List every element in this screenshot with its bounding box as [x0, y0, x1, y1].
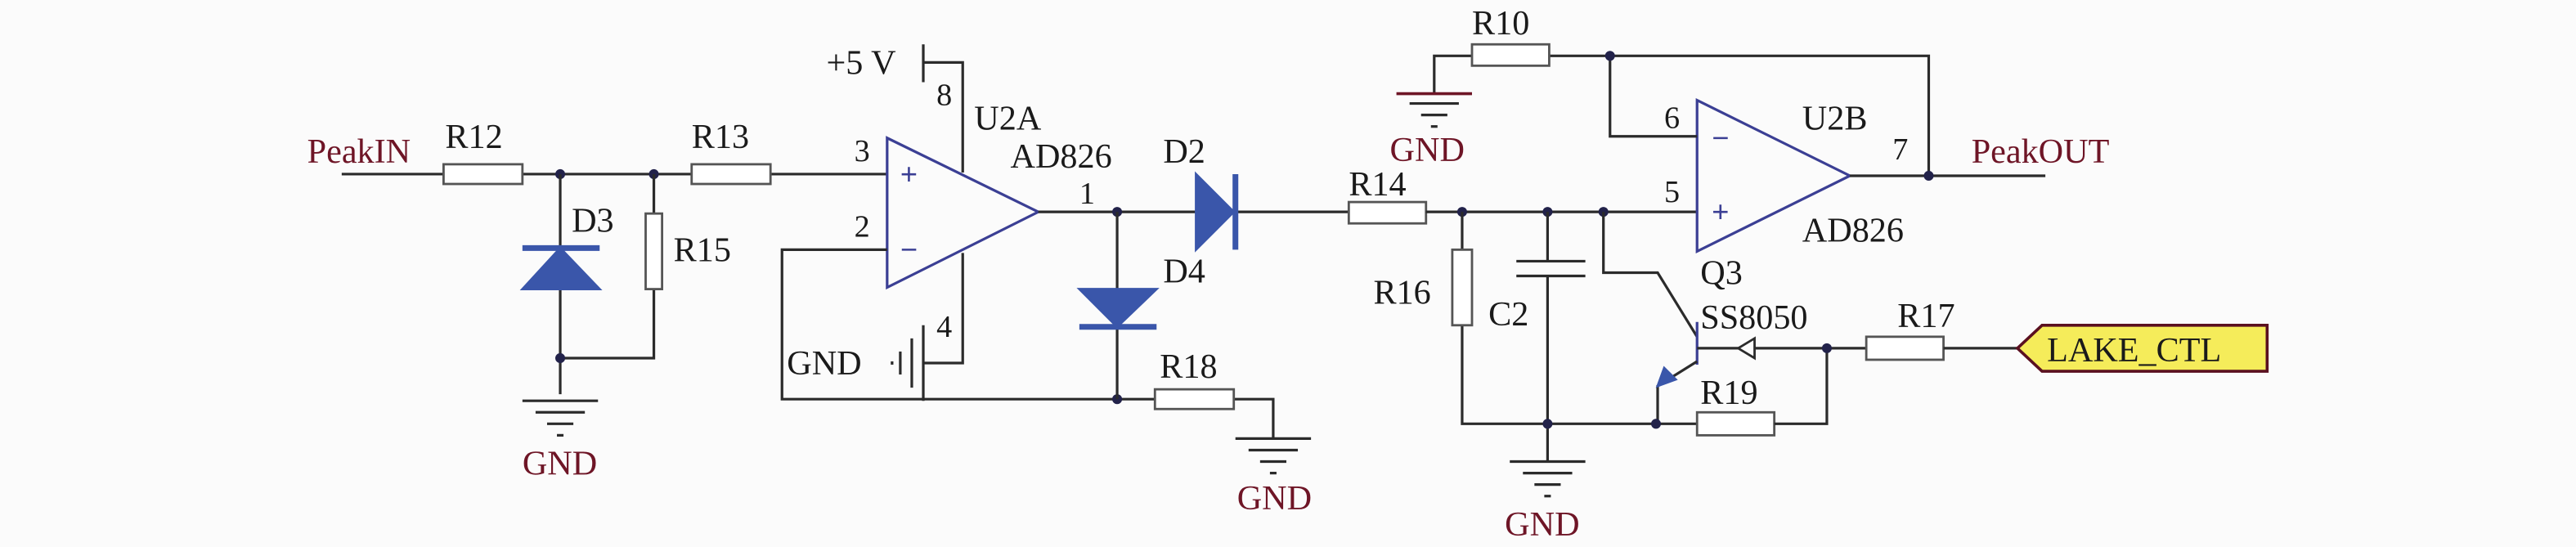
junction	[1923, 170, 1934, 181]
u2b-plus-sign: +	[1712, 195, 1729, 228]
resistor-r15	[644, 212, 664, 290]
u2b-minus-sign: −	[1712, 121, 1729, 155]
transistor-q3-emitter-arrow	[1655, 365, 1678, 388]
label-u2a-value: AD826	[1010, 137, 1111, 176]
net-label-vcc: +5 V	[826, 43, 895, 82]
junction	[1112, 394, 1123, 405]
port-lake-ctl-shape	[2015, 323, 2269, 373]
opamp-u2b	[1695, 97, 1853, 253]
label-r12: R12	[445, 118, 502, 156]
resistor-r16	[1451, 248, 1474, 327]
u2b-pin-out: 7	[1892, 132, 1908, 167]
resistor-r17	[1865, 335, 1945, 361]
label-u2b-value: AD826	[1802, 211, 1904, 249]
u2a-pin-out: 1	[1079, 177, 1095, 211]
label-r13: R13	[692, 118, 749, 156]
u2a-minus-sign: −	[900, 232, 918, 266]
label-r16: R16	[1373, 274, 1430, 312]
net-label-gnd: GND	[523, 445, 597, 483]
ground-icon	[522, 399, 599, 437]
net-label-peakin: PeakIN	[307, 132, 411, 171]
wire-u2a-gnd	[923, 253, 964, 365]
junction	[1650, 419, 1662, 429]
net-label-lake-ctl: LAKE_CTL	[2047, 331, 2221, 370]
label-u2b: U2B	[1802, 100, 1868, 138]
junction	[1542, 419, 1553, 429]
resistor-r18	[1153, 388, 1236, 410]
wire-feedback-u2a	[780, 248, 1275, 439]
u2a-plus-sign: +	[900, 157, 918, 191]
resistor-r12	[442, 163, 524, 186]
resistor-r14	[1347, 200, 1428, 225]
label-r15: R15	[674, 231, 731, 269]
label-c2: C2	[1488, 295, 1528, 334]
resistor-r19	[1695, 410, 1776, 437]
junction	[1604, 51, 1615, 61]
label-d3: D3	[572, 201, 614, 240]
wire-r16	[1461, 212, 1698, 425]
label-d4: D4	[1163, 253, 1205, 291]
ground-icon	[1510, 460, 1586, 498]
label-r19: R19	[1700, 374, 1757, 412]
net-label-gnd: GND	[1505, 505, 1579, 544]
label-r14: R14	[1349, 165, 1406, 204]
ground-icon	[891, 325, 925, 401]
u2a-pin-plus: 3	[855, 134, 870, 168]
ground-icon	[1235, 437, 1312, 475]
u2a-pin-vcc: 8	[936, 78, 952, 113]
label-d2: D2	[1163, 132, 1205, 171]
u2b-pin-minus: 6	[1664, 101, 1680, 136]
label-r18: R18	[1160, 347, 1217, 386]
wire-r15	[560, 173, 656, 360]
wire-vcc	[922, 44, 964, 173]
diode-d3	[519, 246, 603, 290]
label-u2a-gnd: GND	[787, 344, 861, 383]
resistor-r10	[1470, 43, 1551, 67]
opamp-u2a	[886, 136, 1042, 290]
junction	[555, 352, 566, 363]
label-r17: R17	[1897, 297, 1954, 335]
wire-q3-collector	[1602, 212, 1699, 338]
net-label-gnd: GND	[1237, 479, 1312, 518]
label-u2a: U2A	[974, 100, 1042, 138]
capacitor-c2	[1516, 259, 1586, 278]
u2a-pin-gnd: 4	[936, 310, 952, 344]
label-q3: Q3	[1700, 254, 1743, 293]
resistor-r13	[690, 163, 772, 186]
net-label-peakout: PeakOUT	[1972, 132, 2110, 171]
input-port-arrow-icon	[1735, 336, 1756, 361]
u2a-pin-minus: 2	[855, 209, 870, 244]
wire-feedback-u2b	[1433, 54, 1931, 176]
ground-icon	[1396, 92, 1473, 128]
u2b-pin-plus: 5	[1664, 175, 1680, 209]
net-label-gnd: GND	[1390, 131, 1465, 169]
diode-d2	[1195, 171, 1236, 253]
label-q3-value: SS8050	[1700, 298, 1807, 337]
port-lake-ctl[interactable]: LAKE_CTL	[2015, 323, 2269, 373]
label-r10: R10	[1472, 4, 1529, 43]
junction	[1821, 343, 1832, 353]
wire-r19	[1774, 347, 1829, 425]
diode-d4	[1076, 288, 1160, 329]
